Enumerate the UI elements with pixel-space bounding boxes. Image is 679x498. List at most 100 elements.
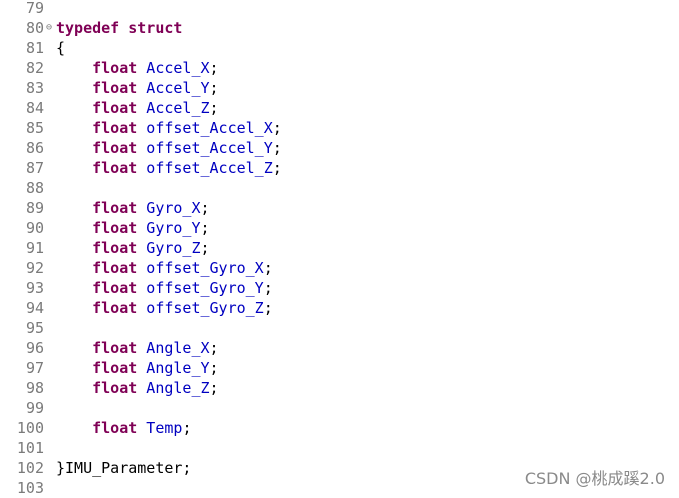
keyword-token: float — [92, 339, 138, 357]
plain-token: ; — [209, 79, 219, 97]
identifier-token: offset_Gyro_Z — [137, 299, 264, 317]
keyword-token: typedef struct — [56, 19, 183, 37]
plain-token: ; — [209, 59, 219, 77]
plain-token: ; — [209, 339, 219, 357]
fold-collapse-icon[interactable]: ⊖ — [45, 22, 53, 33]
keyword-token: float — [92, 59, 138, 77]
line-number: 92 — [25, 259, 44, 277]
code-line[interactable]: 93 float offset_Gyro_Y; — [0, 278, 679, 298]
line-number: 95 — [25, 319, 44, 337]
code-line[interactable]: 96 float Angle_X; — [0, 338, 679, 358]
code-line[interactable]: 100 float Temp; — [0, 418, 679, 438]
code-text: { — [56, 38, 65, 58]
code-line[interactable]: 81{ — [0, 38, 679, 58]
code-line[interactable]: 80⊖typedef struct — [0, 18, 679, 38]
identifier-token: offset_Gyro_Y — [137, 279, 264, 297]
plain-token: }IMU_Parameter; — [56, 459, 192, 477]
keyword-token: float — [92, 259, 138, 277]
code-line[interactable]: 102 }IMU_Parameter; — [0, 458, 679, 478]
code-text: float offset_Gyro_Y; — [56, 278, 273, 298]
line-number: 103 — [16, 479, 44, 497]
line-number: 102 — [16, 459, 44, 477]
plain-token: ; — [272, 159, 282, 177]
indent — [56, 339, 92, 357]
code-line[interactable]: 88 — [0, 178, 679, 198]
code-text: float Accel_Y; — [56, 78, 219, 98]
plain-token: ; — [200, 239, 210, 257]
line-number: 93 — [25, 279, 44, 297]
line-number: 91 — [25, 239, 44, 257]
line-number: 96 — [25, 339, 44, 357]
indent — [56, 279, 92, 297]
code-line[interactable]: 98 float Angle_Z; — [0, 378, 679, 398]
indent — [56, 239, 92, 257]
identifier-token: Gyro_Y — [137, 219, 201, 237]
code-line[interactable]: 103 — [0, 478, 679, 498]
code-line[interactable]: 92 float offset_Gyro_X; — [0, 258, 679, 278]
line-number: 88 — [25, 179, 44, 197]
code-line[interactable]: 85 float offset_Accel_X; — [0, 118, 679, 138]
indent — [56, 299, 92, 317]
code-line[interactable]: 101 — [0, 438, 679, 458]
keyword-token: float — [92, 99, 138, 117]
keyword-token: float — [92, 79, 138, 97]
keyword-token: float — [92, 119, 138, 137]
plain-token: ; — [263, 259, 273, 277]
plain-token: ; — [263, 299, 273, 317]
code-line[interactable]: 99 — [0, 398, 679, 418]
code-line[interactable]: 95 — [0, 318, 679, 338]
code-line[interactable]: 79 — [0, 0, 679, 18]
code-text: float Angle_Y; — [56, 358, 218, 378]
line-number: 97 — [25, 359, 44, 377]
identifier-token: offset_Accel_Y — [137, 139, 273, 157]
code-line[interactable]: 83 float Accel_Y; — [0, 78, 679, 98]
keyword-token: float — [92, 219, 138, 237]
keyword-token: float — [92, 139, 138, 157]
code-text: float Gyro_Z; — [56, 238, 210, 258]
code-text: float Accel_X; — [56, 58, 219, 78]
identifier-token: offset_Gyro_X — [137, 259, 264, 277]
indent — [56, 359, 92, 377]
identifier-token: Gyro_X — [137, 199, 201, 217]
code-line[interactable]: 94 float offset_Gyro_Z; — [0, 298, 679, 318]
code-line[interactable]: 86 float offset_Accel_Y; — [0, 138, 679, 158]
identifier-token: Accel_X — [137, 59, 210, 77]
code-line[interactable]: 87 float offset_Accel_Z; — [0, 158, 679, 178]
code-text: typedef struct — [56, 18, 182, 38]
identifier-token: offset_Accel_Z — [137, 159, 273, 177]
plain-token: ; — [209, 379, 219, 397]
indent — [56, 59, 92, 77]
line-number: 98 — [25, 379, 44, 397]
code-line[interactable]: 84 float Accel_Z; — [0, 98, 679, 118]
line-number: 90 — [25, 219, 44, 237]
code-line[interactable]: 97 float Angle_Y; — [0, 358, 679, 378]
line-number: 101 — [16, 439, 44, 457]
indent — [56, 379, 92, 397]
plain-token: ; — [272, 139, 282, 157]
line-number: 85 — [25, 119, 44, 137]
indent — [56, 119, 92, 137]
code-text: float Angle_X; — [56, 338, 219, 358]
line-number: 80 — [25, 19, 44, 37]
code-line[interactable]: 90 float Gyro_Y; — [0, 218, 679, 238]
code-text: float offset_Accel_Y; — [56, 138, 282, 158]
code-text: float Accel_Z; — [56, 98, 219, 118]
code-text: float offset_Gyro_X; — [56, 258, 273, 278]
keyword-token: float — [92, 159, 138, 177]
plain-token: ; — [209, 99, 219, 117]
plain-token: { — [56, 39, 66, 57]
indent — [56, 159, 92, 177]
keyword-token: float — [92, 239, 138, 257]
code-text: float offset_Gyro_Z; — [56, 298, 273, 318]
plain-token: ; — [200, 199, 210, 217]
code-line[interactable]: 89 float Gyro_X; — [0, 198, 679, 218]
code-line[interactable]: 91 float Gyro_Z; — [0, 238, 679, 258]
plain-token: ; — [182, 419, 192, 437]
code-line[interactable]: 82 float Accel_X; — [0, 58, 679, 78]
identifier-token: Angle_Y — [137, 359, 210, 377]
identifier-token: Angle_X — [137, 339, 210, 357]
code-text: }IMU_Parameter; — [56, 458, 191, 478]
plain-token: ; — [263, 279, 273, 297]
identifier-token: Gyro_Z — [137, 239, 201, 257]
